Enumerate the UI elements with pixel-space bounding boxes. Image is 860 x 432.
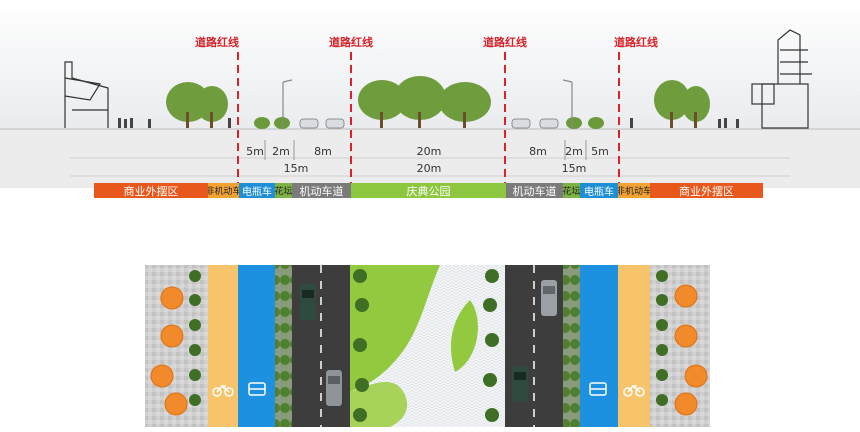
left-ev-lane: [238, 265, 275, 427]
zone-band: 商业外摆区: [94, 183, 208, 198]
tree-icon: [166, 76, 710, 128]
zone-band: 机动车道: [506, 183, 563, 198]
zone-band: 非机动车: [208, 183, 239, 198]
zone-label: 商业外摆区: [679, 184, 734, 198]
left-building-icon: [64, 61, 109, 128]
dim-label: 8m: [529, 145, 547, 158]
zone-label: 非机动车: [618, 187, 650, 197]
car-icon: [299, 118, 559, 129]
bus-icon: [248, 382, 607, 396]
dim-total-label: 15m: [561, 162, 587, 175]
zone-label: 机动车道: [512, 184, 557, 198]
dim-label: 20m: [416, 145, 442, 158]
right-ev-lane: [580, 265, 618, 427]
dim-label: 5m: [591, 145, 609, 158]
dim-label: 8m: [314, 145, 332, 158]
right-hedge: [563, 265, 580, 427]
zone-label: 商业外摆区: [123, 184, 179, 198]
street-lamp-icon: [282, 79, 573, 128]
zone-band: 花坛: [563, 183, 580, 198]
red-line-label: 道路红线: [483, 36, 527, 49]
red-line-label: 道路红线: [614, 36, 658, 49]
dim-total-label: 15m: [283, 162, 309, 175]
dim-label: 2m: [272, 145, 290, 158]
zone-label: 电瓶车: [242, 187, 272, 198]
road-red-lines: [237, 52, 620, 184]
park-lawn: [350, 265, 440, 392]
zone-label: 非机动车: [208, 187, 239, 197]
cross-section-graphic: [0, 0, 860, 188]
zone-label: 花坛: [563, 187, 580, 197]
right-bike-lane: [618, 265, 650, 427]
red-line-label: 道路红线: [195, 36, 239, 49]
umbrella-icon: [150, 284, 708, 416]
zone-band: 非机动车: [618, 183, 650, 198]
tree-icon: [189, 269, 668, 422]
bicycle-icon: [212, 384, 645, 397]
left-bike-lane: [208, 265, 238, 427]
zone-label: 机动车道: [299, 184, 344, 198]
dim-label: 2m: [565, 145, 583, 158]
dim-label: 5m: [246, 145, 264, 158]
park-lawn: [450, 300, 478, 372]
zone-label: 庆典公园: [406, 184, 451, 198]
zone-band: 机动车道: [292, 183, 351, 198]
zone-band: 庆典公园: [351, 183, 506, 198]
zone-band: 电瓶车: [239, 183, 275, 198]
dim-total-label: 20m: [416, 162, 442, 175]
left-hedge: [275, 265, 292, 427]
zone-band: 电瓶车: [580, 183, 618, 198]
zone-label: 花坛: [275, 187, 292, 197]
cross-section: 道路红线 道路红线 道路红线 道路红线 5m 2m 8m 15m 20m 20m…: [0, 0, 860, 200]
zone-label: 电瓶车: [584, 187, 614, 198]
zone-band: 商业外摆区: [650, 183, 763, 198]
zone-band: 花坛: [275, 183, 292, 198]
car-icon: [300, 280, 557, 406]
right-building-icon: [751, 29, 812, 129]
red-line-label: 道路红线: [329, 36, 373, 49]
